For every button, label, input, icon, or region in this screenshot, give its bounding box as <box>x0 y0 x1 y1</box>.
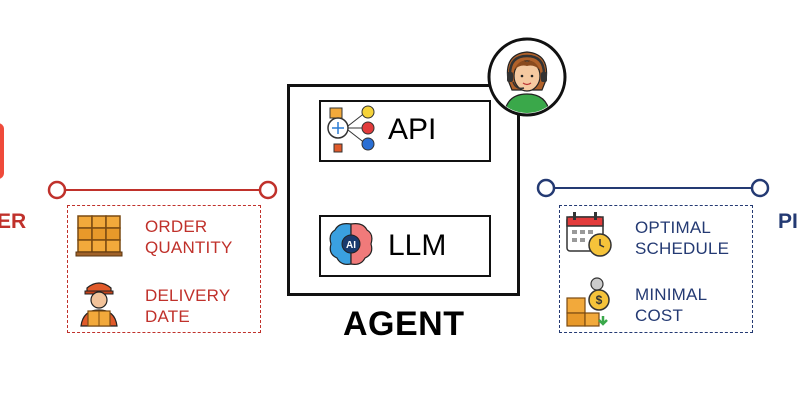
left-inputs-box <box>67 205 261 333</box>
support-agent-icon <box>487 37 567 117</box>
order-quantity-label: ORDER QUANTITY <box>145 217 233 257</box>
delivery-date-label: DELIVERY DATE <box>145 286 231 326</box>
optimal-schedule-label: OPTIMAL SCHEDULE <box>635 218 730 258</box>
minimal-cost-label: MINIMAL COST <box>635 285 708 325</box>
agent-title: AGENT <box>343 305 465 343</box>
delivery-person-icon <box>80 282 118 327</box>
left-connector <box>47 180 278 200</box>
left-edge-badge <box>0 123 4 179</box>
calendar-clock-icon <box>566 212 612 257</box>
right-edge-text: PI <box>778 210 798 233</box>
api-label: API <box>388 113 437 146</box>
llm-label: LLM <box>388 229 447 262</box>
api-flow-icon <box>327 105 375 153</box>
ai-brain-icon: AI <box>329 223 373 265</box>
right-outputs-box <box>559 205 753 333</box>
boxes-icon <box>75 215 123 257</box>
svg-text:$: $ <box>596 293 603 307</box>
cost-boxes-icon: $ <box>566 277 610 327</box>
right-connector <box>536 178 770 198</box>
left-edge-text: ER <box>0 210 27 233</box>
svg-text:AI: AI <box>346 240 356 251</box>
